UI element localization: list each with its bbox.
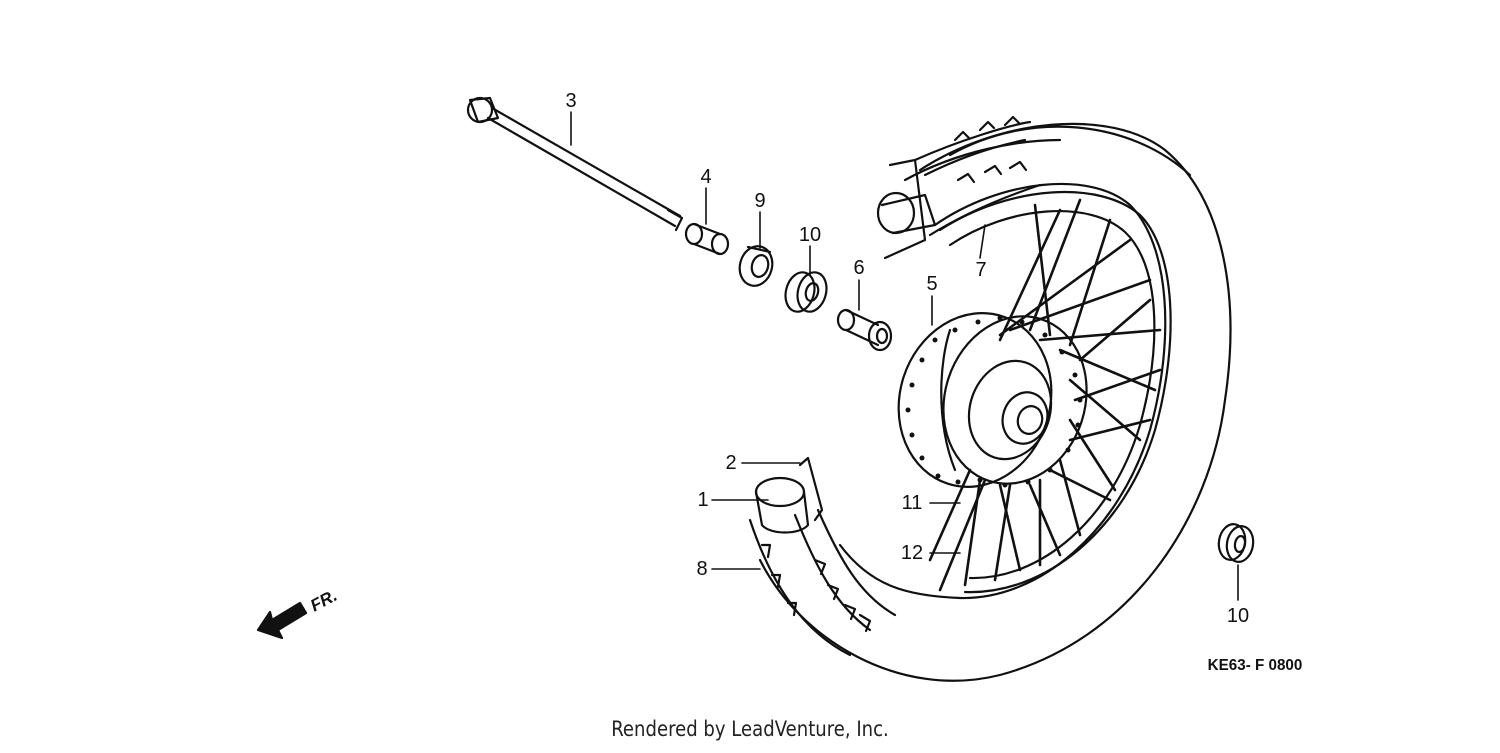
callout-3: 3 <box>565 90 577 112</box>
callout-10-upper: 10 <box>798 224 822 246</box>
diagram-code: KE63- F 0800 <box>1207 657 1303 674</box>
callout-6: 6 <box>853 257 865 279</box>
callout-10-lower: 10 <box>1226 605 1250 627</box>
front-direction-arrow <box>256 601 308 640</box>
hub <box>897 312 1088 488</box>
footer-credit: Rendered by LeadVenture, Inc. <box>611 717 889 741</box>
oil-seal <box>738 245 774 287</box>
callout-2: 2 <box>725 452 737 474</box>
spokes <box>928 198 1162 592</box>
callout-11: 11 <box>901 492 923 514</box>
callout-1: 1 <box>697 489 709 511</box>
callout-7: 7 <box>975 259 987 281</box>
bearing-lower <box>1217 523 1255 563</box>
tube <box>754 456 824 534</box>
hub-holes <box>905 315 1083 488</box>
callout-9: 9 <box>754 190 766 212</box>
spacer <box>684 222 730 256</box>
bearing-upper <box>784 271 828 313</box>
rim <box>938 190 1172 594</box>
callout-5: 5 <box>926 273 938 295</box>
callout-4: 4 <box>700 166 712 188</box>
callout-8: 8 <box>696 558 708 580</box>
callout-12: 12 <box>900 542 924 564</box>
tire <box>748 115 1232 682</box>
leader-lines <box>570 111 1239 601</box>
axle <box>466 96 684 232</box>
distance-collar <box>836 308 893 352</box>
